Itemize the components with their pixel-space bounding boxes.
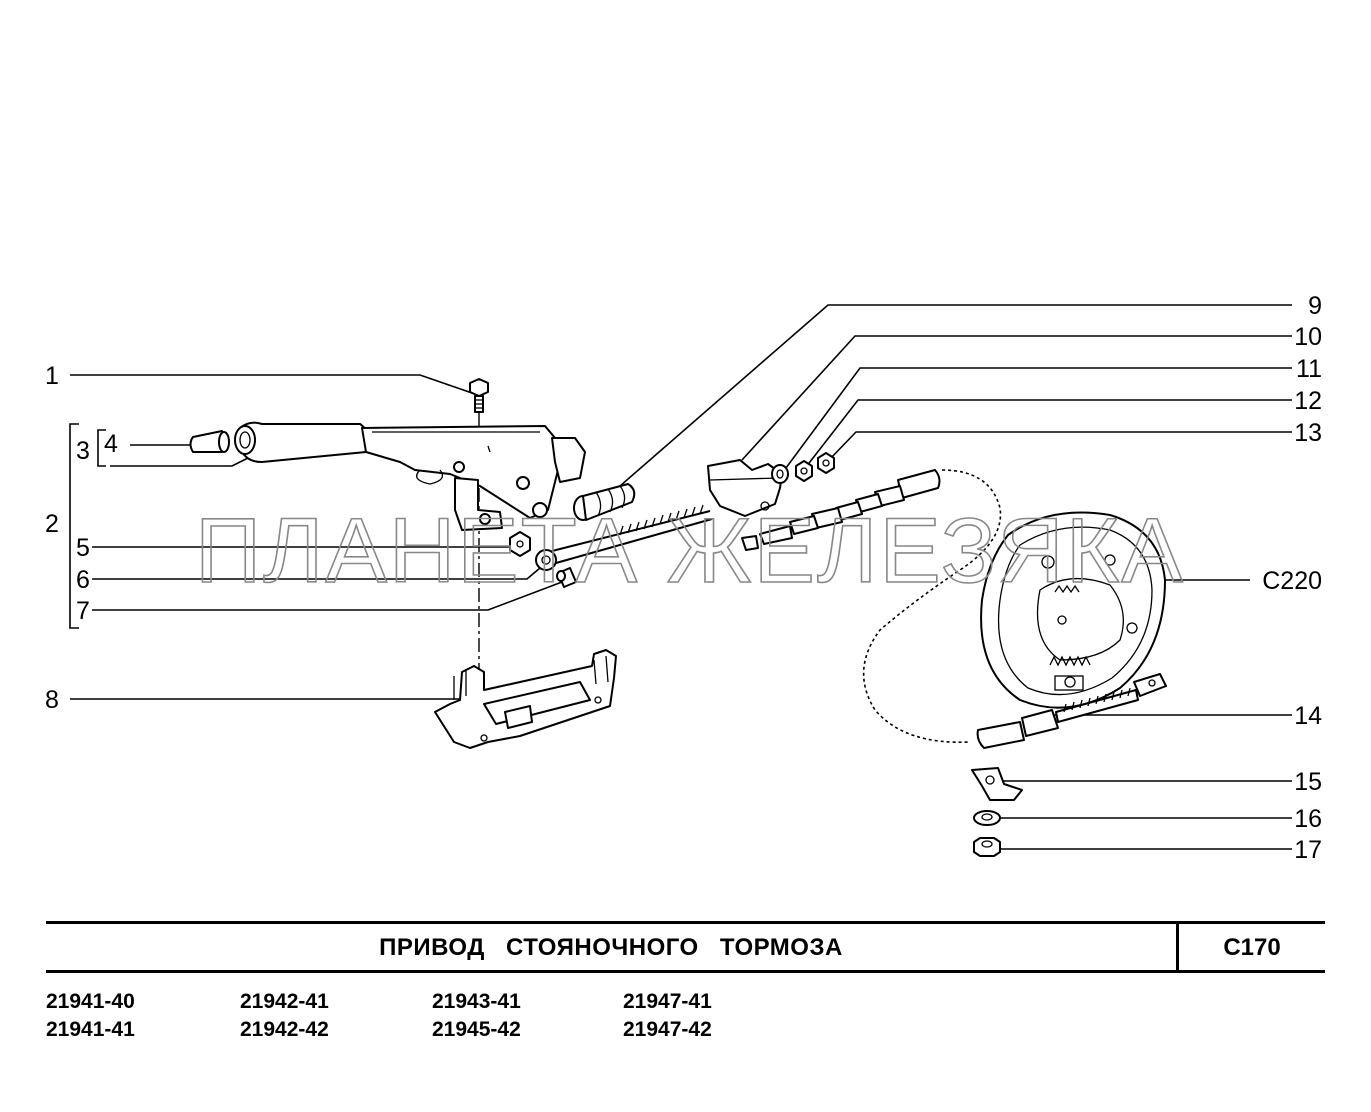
nut-13: [817, 452, 835, 474]
callout-13: 13: [1294, 419, 1322, 447]
callout-10: 10: [1294, 323, 1322, 351]
cable-upper: [741, 469, 941, 551]
callout-11: 11: [1296, 355, 1322, 383]
callout-c220: С220: [1262, 567, 1322, 595]
model-code: 21942-42: [240, 1018, 329, 1041]
pin-7: [556, 567, 577, 588]
callout-16: 16: [1294, 805, 1322, 833]
equalizer-10: [707, 459, 783, 517]
callout-1: 1: [45, 362, 59, 390]
page-title: ПРИВОД СТОЯНОЧНОГО ТОРМОЗА: [46, 924, 1179, 970]
left-leaders: [69, 374, 563, 700]
bolt-1: [469, 378, 489, 413]
model-code: 21947-41: [623, 990, 712, 1013]
callout-5: 5: [76, 534, 90, 562]
model-code: 21942-41: [240, 990, 329, 1013]
callout-15: 15: [1294, 768, 1322, 796]
washer-16: [973, 810, 1001, 826]
callout-2: 2: [45, 510, 59, 538]
page-code: С170: [1223, 934, 1281, 961]
callout-12: 12: [1294, 387, 1322, 415]
model-code: 21941-41: [46, 1018, 135, 1041]
callout-7: 7: [76, 597, 90, 625]
callout-9: 9: [1308, 292, 1322, 320]
callout-3: 3: [76, 437, 90, 465]
brake-backing-plate-c220: [980, 511, 1166, 709]
right-leaders: [611, 304, 1292, 850]
nut-12: [795, 460, 813, 482]
washer-11: [771, 464, 789, 484]
equalizer-rod-6: [535, 504, 713, 571]
model-codes: 21941-40 21941-41 21942-41 21942-42 2194…: [46, 990, 806, 1050]
lever-cap-4: [189, 430, 230, 453]
model-code: 21941-40: [46, 990, 135, 1013]
title-block: ПРИВОД СТОЯНОЧНОГО ТОРМОЗА С170: [46, 921, 1325, 973]
parking-lever-assembly: [234, 421, 586, 531]
model-code: 21943-41: [432, 990, 521, 1013]
callout-14: 14: [1294, 702, 1322, 730]
boot-9: [573, 483, 636, 521]
callout-labels: 1 2 3 4 5 6 7 8 9 10 11 12 13 С220 14 15…: [45, 292, 1322, 864]
model-code: 21945-42: [432, 1018, 521, 1041]
callout-17: 17: [1294, 836, 1322, 864]
watermark: ПЛАНЕТА ЖЕЛЕЗЯКА: [195, 500, 1185, 602]
nut-17: [973, 837, 1001, 857]
clip-5: [509, 531, 531, 557]
cable-lower-14: [976, 673, 1167, 749]
callout-4: 4: [104, 430, 118, 458]
mounting-bracket-8: [434, 649, 617, 749]
clamp-15: [971, 767, 1023, 801]
callout-6: 6: [76, 566, 90, 594]
callout-8: 8: [45, 686, 59, 714]
model-code: 21947-42: [623, 1018, 712, 1041]
